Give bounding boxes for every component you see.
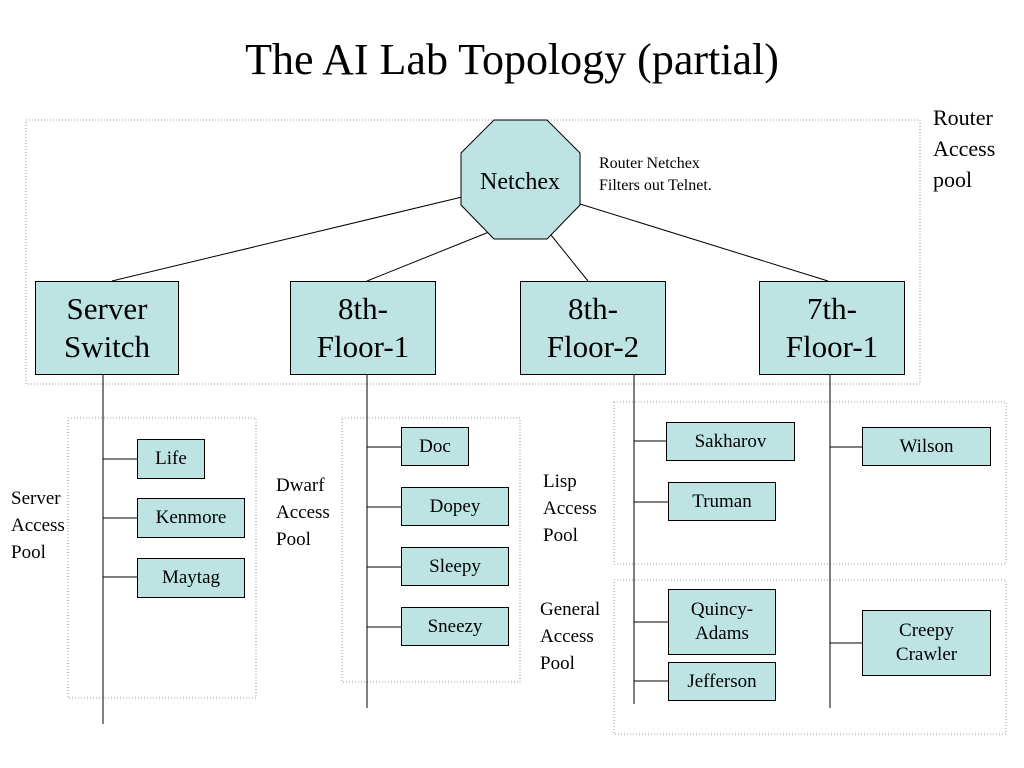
lisp-access-pool-outline	[613, 401, 1007, 565]
general-access-pool-outline	[613, 579, 1007, 735]
link-router-server-switch	[111, 196, 463, 282]
switch-8th-floor-1[interactable]: 8th- Floor-1	[290, 281, 436, 375]
router-access-pool-label: Router Access pool	[933, 105, 996, 192]
host-creepy-crawler[interactable]: Creepy Crawler	[862, 610, 991, 676]
host-sakharov[interactable]: Sakharov	[666, 422, 795, 461]
dwarf-access-pool-label: Dwarf Access Pool	[276, 475, 330, 550]
host-truman[interactable]: Truman	[668, 482, 776, 521]
host-quincy-adams[interactable]: Quincy- Adams	[668, 589, 776, 655]
host-wilson[interactable]: Wilson	[862, 427, 991, 466]
link-router-8th-floor-2	[546, 229, 589, 282]
router-note: Router Netchex Filters out Telnet.	[599, 155, 712, 194]
host-sneezy[interactable]: Sneezy	[401, 607, 509, 646]
host-doc[interactable]: Doc	[401, 427, 469, 466]
host-life[interactable]: Life	[137, 439, 205, 479]
page-title: The AI Lab Topology (partial)	[245, 35, 779, 84]
router-octagon[interactable]	[460, 119, 581, 240]
host-sleepy[interactable]: Sleepy	[401, 547, 509, 586]
link-router-8th-floor-1	[366, 229, 495, 282]
lisp-access-pool-label: Lisp Access Pool	[543, 471, 597, 546]
router-access-pool-outline	[25, 119, 921, 385]
general-access-pool-label: General Access Pool	[540, 599, 601, 674]
link-router-7th-floor-1	[579, 203, 829, 282]
host-dopey[interactable]: Dopey	[401, 487, 509, 526]
host-kenmore[interactable]: Kenmore	[137, 498, 245, 538]
server-access-pool-outline	[67, 417, 257, 699]
host-jefferson[interactable]: Jefferson	[668, 662, 776, 701]
switch-server-switch[interactable]: Server Switch	[35, 281, 179, 375]
server-access-pool-label: Server Access Pool	[11, 488, 65, 563]
router-label: Netchex	[480, 169, 560, 195]
dwarf-access-pool-outline	[341, 417, 521, 683]
switch-8th-floor-2[interactable]: 8th- Floor-2	[520, 281, 666, 375]
switch-7th-floor-1[interactable]: 7th- Floor-1	[759, 281, 905, 375]
host-maytag[interactable]: Maytag	[137, 558, 245, 598]
